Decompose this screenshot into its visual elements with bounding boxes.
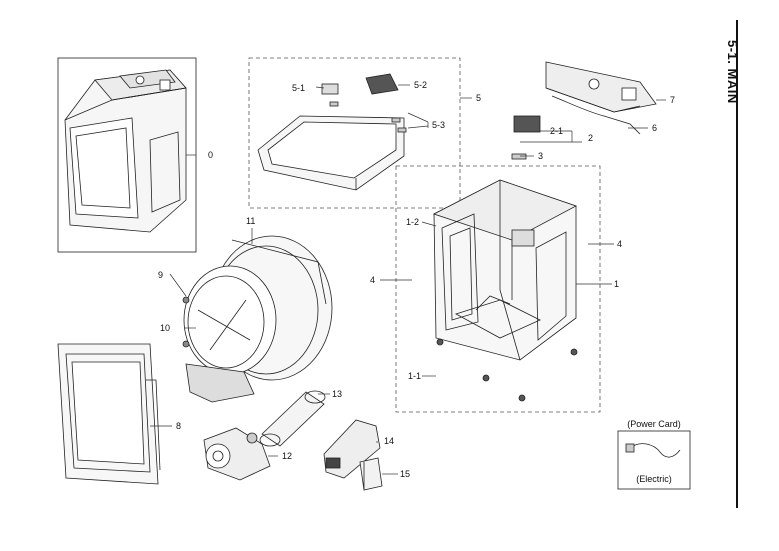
door-illustration <box>57 343 161 485</box>
label-12: 12 <box>282 451 292 461</box>
section-title: 5-1. MAIN <box>725 40 740 104</box>
label-1-1: 1-1 <box>408 371 421 381</box>
assembly-box-1 <box>395 165 601 413</box>
label-11: 11 <box>246 216 255 226</box>
label-5-1: 5-1 <box>292 83 305 93</box>
label-4-left: 4 <box>370 275 375 285</box>
label-0: 0 <box>208 150 213 160</box>
power-card-title: (Power Card) <box>627 419 681 429</box>
label-14: 14 <box>384 436 394 446</box>
label-7: 7 <box>670 95 675 105</box>
label-4-right: 4 <box>617 239 622 249</box>
label-3: 3 <box>538 151 543 161</box>
bracket-illustration <box>359 457 383 491</box>
dryer-illustration <box>64 69 187 233</box>
leader-lines <box>150 84 666 475</box>
label-1: 1 <box>614 279 619 289</box>
power-card-box <box>617 430 691 490</box>
label-5: 5 <box>476 93 481 103</box>
label-10: 10 <box>160 323 170 333</box>
power-card-subtitle: (Electric) <box>636 474 672 484</box>
control-panel-illustration <box>511 61 657 160</box>
assembly-box-5 <box>248 57 461 209</box>
blower-illustration <box>203 427 271 481</box>
label-15: 15 <box>400 469 410 479</box>
label-5-3: 5-3 <box>432 120 445 130</box>
label-1-2: 1-2 <box>406 217 419 227</box>
label-2-1: 2-1 <box>550 126 563 136</box>
label-9: 9 <box>158 270 163 280</box>
label-5-2: 5-2 <box>414 80 427 90</box>
top-cover-illustration <box>257 73 407 191</box>
label-13: 13 <box>332 389 342 399</box>
right-margin-rule <box>736 20 738 508</box>
heater-illustration <box>323 419 381 479</box>
part-labels: 0 1 1-1 1-2 2 2-1 3 4 4 5 5-1 5-2 5-3 6 … <box>158 80 675 479</box>
cabinet-illustration <box>432 179 578 402</box>
label-2: 2 <box>588 133 593 143</box>
label-8: 8 <box>176 421 181 431</box>
duct-illustration <box>259 390 326 447</box>
label-6: 6 <box>652 123 657 133</box>
drum-illustration <box>182 235 333 403</box>
power-cord-icon <box>625 443 681 458</box>
